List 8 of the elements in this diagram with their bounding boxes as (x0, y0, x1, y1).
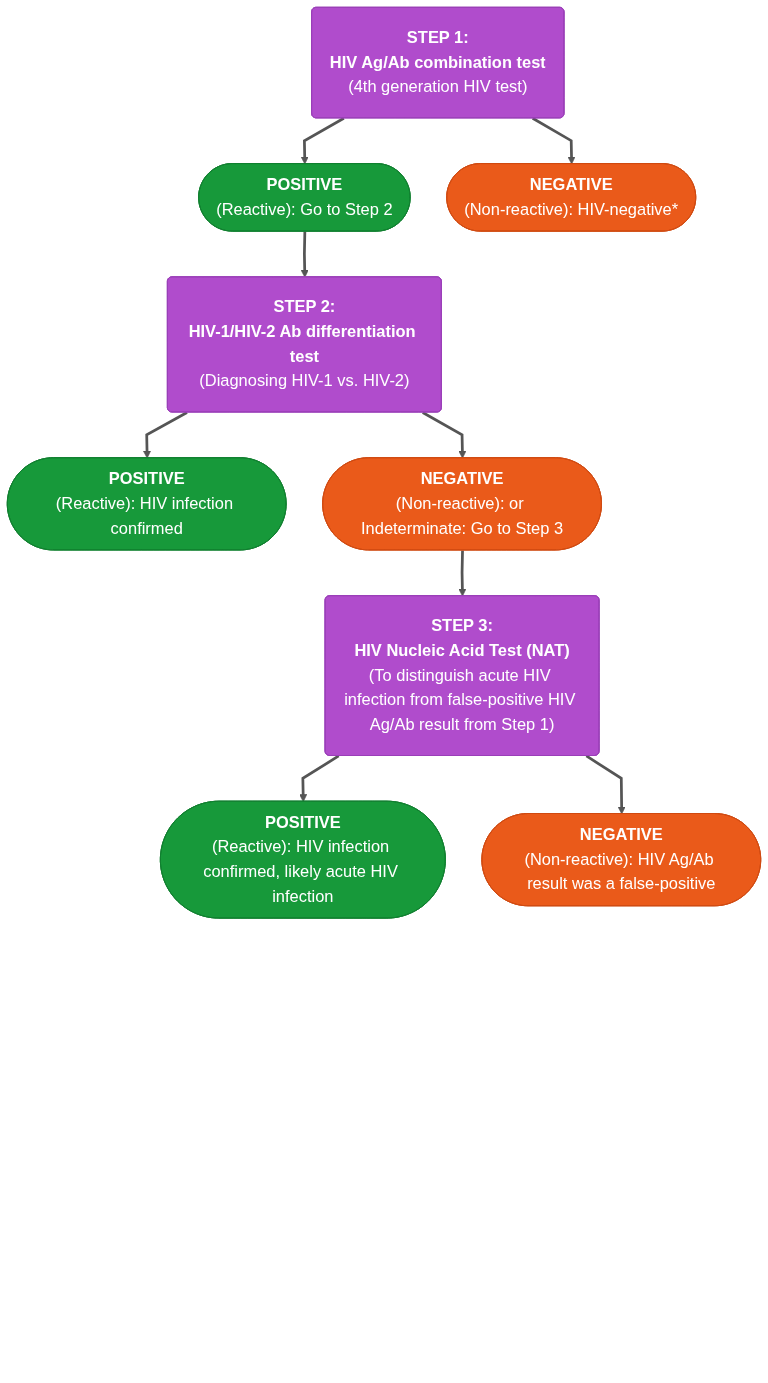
arrow (299, 754, 340, 802)
arrow (585, 754, 626, 815)
arrow (300, 231, 309, 278)
arrow (143, 411, 188, 459)
arrow (300, 117, 345, 165)
arrow (458, 550, 467, 597)
arrow (531, 117, 576, 165)
arrow (422, 411, 467, 459)
